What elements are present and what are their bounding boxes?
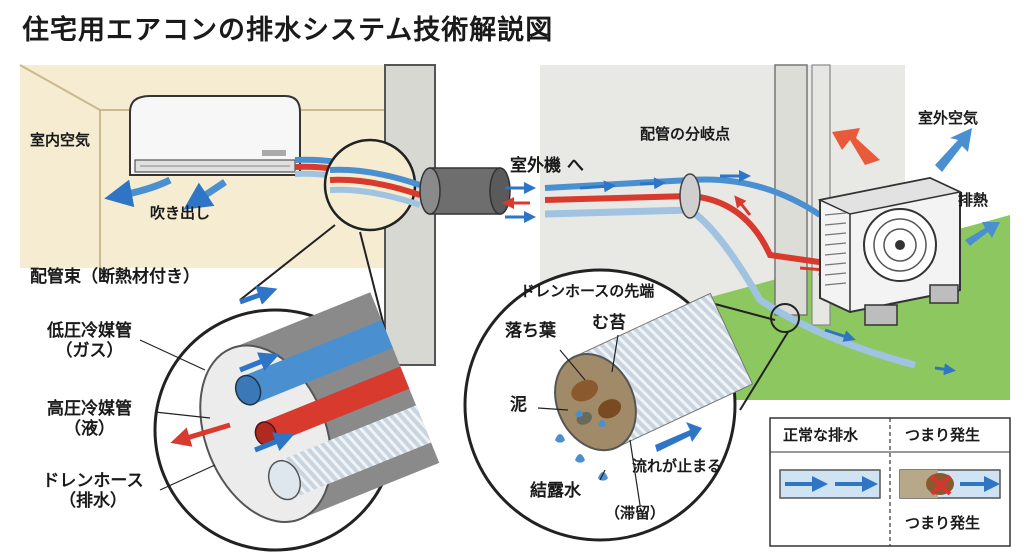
label-moss: む苔 (592, 313, 626, 333)
label-drain-hose-main: ドレンホース (42, 471, 144, 491)
label-drain-hose-sub: （排水） (59, 490, 127, 511)
page-title: 住宅用エアコンの排水システム技術解説図 (22, 15, 554, 46)
label-mud: 泥 (510, 395, 527, 415)
label-stagnation: （滞留） (605, 504, 666, 522)
label-flow-stops: 流れが止まる (632, 457, 723, 475)
label-low-pressure-pipe: 低圧冷媒管 （ガス） (32, 321, 147, 361)
label-high-pressure-sub: （液） (64, 418, 115, 439)
outdoor-unit (817, 176, 963, 326)
label-outdoor-air: 室外空気 (918, 109, 979, 127)
heat-arrows (832, 128, 1000, 246)
indoor-ac-unit (129, 95, 301, 176)
label-low-pressure-main: 低圧冷媒管 (47, 321, 132, 341)
legend-clog-label: つまり発生 (905, 426, 981, 444)
label-low-pressure-sub: （ガス） (55, 340, 124, 361)
wall-sleeve (419, 167, 511, 215)
label-hose-tip-title: ドレンホースの先端 (520, 282, 655, 300)
label-high-pressure-main: 高圧冷媒管 (47, 399, 132, 419)
label-to-outdoor-unit: 室外機 へ (510, 156, 584, 176)
blowout-arrows (104, 176, 227, 210)
legend-normal-label: 正常な排水 (783, 426, 859, 444)
label-exhaust-heat: 排熱 (958, 191, 989, 209)
label-fallen-leaves: 落ち葉 (505, 321, 556, 341)
legend-clog-caption: つまり発生 (905, 514, 981, 532)
label-blowout: 吹き出し (150, 204, 211, 222)
label-condensation: 結露水 (530, 481, 581, 501)
label-indoor-air: 室内空気 (30, 131, 91, 149)
magnifier-pipe-bundle (139, 224, 440, 552)
outdoor-pipes (502, 170, 956, 376)
legend (769, 417, 1011, 547)
label-branch-point: 配管の分岐点 (640, 125, 731, 143)
label-high-pressure-pipe: 高圧冷媒管 （液） (32, 399, 147, 439)
magnifier-hose-tip (463, 268, 789, 542)
magnifier-indoor (323, 138, 421, 232)
label-pipe-bundle: 配管束（断熱材付き） (30, 267, 200, 287)
label-drain-hose: ドレンホース （排水） (28, 471, 158, 511)
